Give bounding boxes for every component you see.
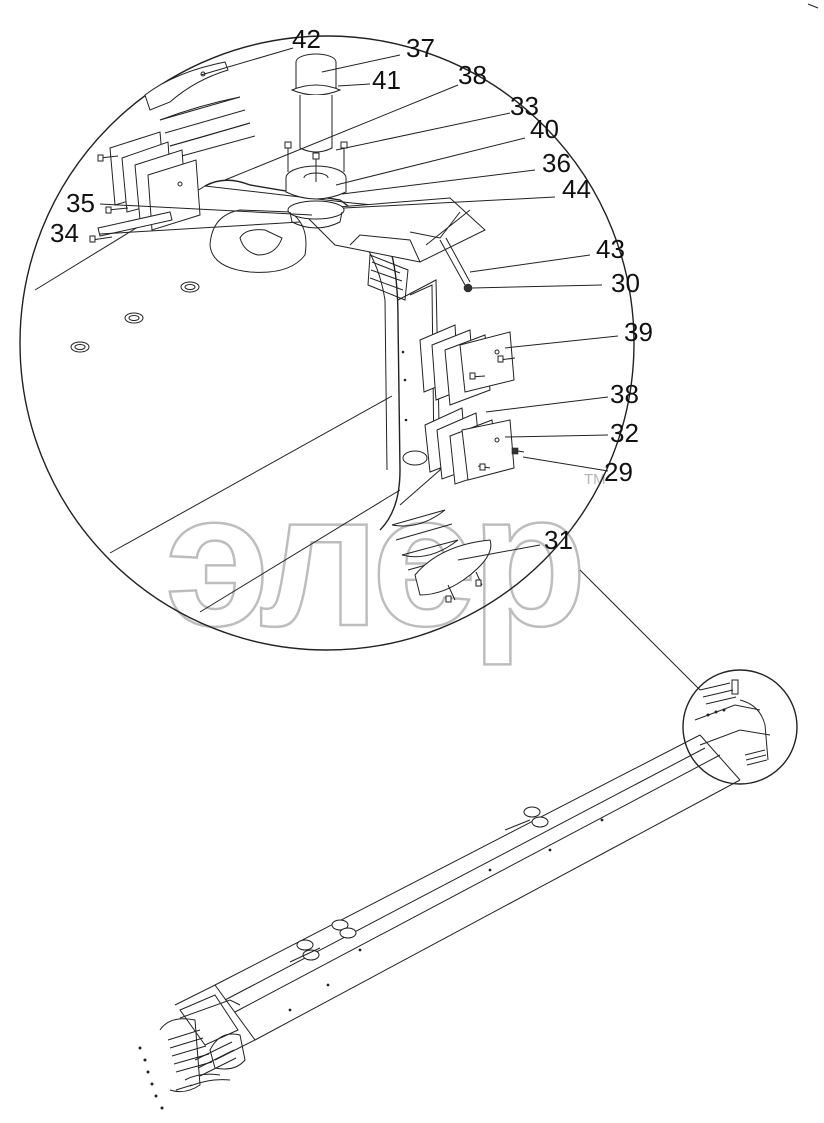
detail-circle [19, 35, 635, 651]
label-35: 35 [66, 188, 95, 218]
label-39: 39 [624, 317, 653, 347]
label-32: 32 [610, 418, 639, 448]
watermark-logo: элер ТМ [164, 453, 606, 668]
corner-mark [807, 3, 819, 9]
label-41: 41 [372, 65, 401, 95]
post-assembly [284, 53, 348, 229]
watermark-logo-text: элер [165, 454, 581, 666]
label-37: 37 [406, 33, 435, 63]
label-34: 34 [50, 218, 79, 248]
boom-pads [289, 806, 549, 963]
label-36: 36 [542, 148, 571, 178]
label-29: 29 [604, 457, 633, 487]
label-38b: 38 [610, 379, 639, 409]
pad-pack-39 [419, 324, 516, 406]
label-30: 30 [611, 268, 640, 298]
leader-lines [99, 47, 619, 561]
shim-pack-upper [89, 96, 256, 243]
part-labels: 42 37 41 38 33 40 36 35 44 34 43 30 39 3… [50, 24, 653, 555]
arm-part-43 [409, 211, 473, 293]
label-31: 31 [544, 525, 573, 555]
label-42: 42 [292, 24, 321, 54]
label-33: 33 [510, 91, 539, 121]
detail-view: 42 37 41 38 33 40 36 35 44 34 43 30 39 3… [19, 24, 653, 651]
label-43: 43 [596, 234, 625, 264]
reference-circle [682, 669, 798, 785]
pad-pack-32 [424, 407, 525, 485]
label-44: 44 [562, 174, 591, 204]
boom-base-end [138, 984, 256, 1110]
label-38a: 38 [458, 60, 487, 90]
boom-overview [138, 734, 741, 1110]
detail-connector-line [579, 569, 701, 691]
label-40: 40 [530, 114, 559, 144]
